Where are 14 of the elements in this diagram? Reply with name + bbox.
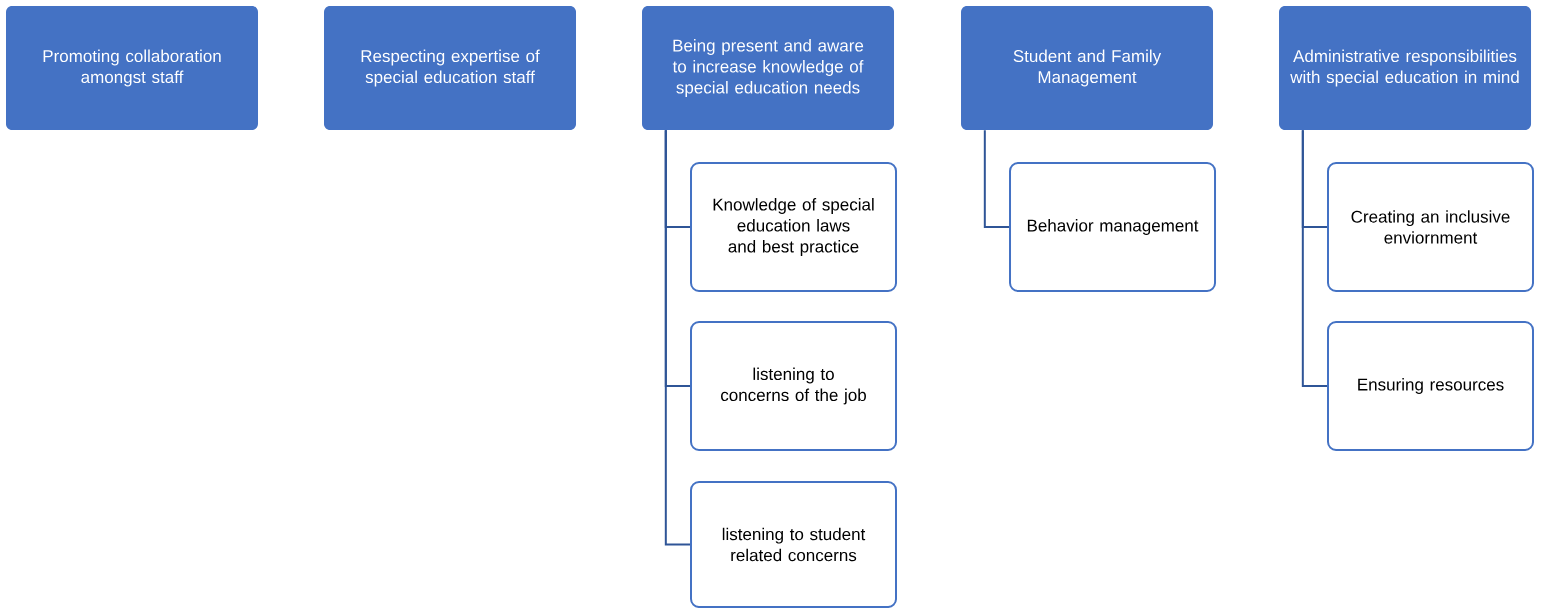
subtopic-box: Creating an inclusive enviornment	[1327, 162, 1534, 292]
heading-box: Respecting expertise of special education staff	[324, 6, 576, 130]
subtopic-box: Ensuring resources	[1327, 321, 1534, 451]
connector-line	[664, 129, 691, 546]
subtopic-box: listening to student related concerns	[690, 481, 897, 608]
connector-line	[983, 129, 1010, 228]
subtopic-box: Knowledge of special education laws and best practice	[690, 162, 897, 292]
heading-box: Promoting collaboration amongst staff	[6, 6, 258, 130]
subtopic-box: listening to concerns of the job	[690, 321, 897, 451]
connector-line	[1301, 129, 1328, 387]
heading-box: Being present and aware to increase knowledge of special education needs	[642, 6, 894, 130]
heading-box: Administrative responsibilities with special education in mind	[1279, 6, 1531, 130]
subtopic-box: Behavior management	[1009, 162, 1216, 292]
heading-box: Student and Family Management	[961, 6, 1213, 130]
